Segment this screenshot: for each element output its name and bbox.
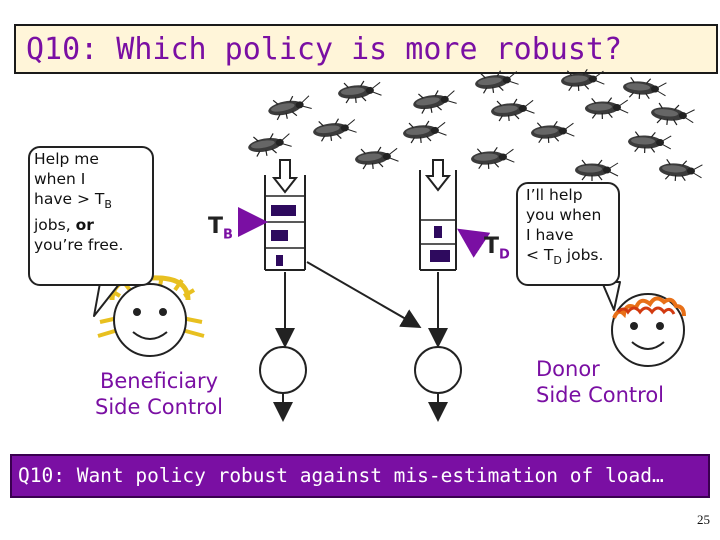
right-input-arrow: [424, 159, 452, 192]
td-label: TD: [484, 234, 510, 262]
server-right: [414, 346, 462, 394]
right-speech-bubble: [516, 182, 620, 286]
donor-caption: Donor Side Control: [536, 356, 686, 408]
tb-label-main: T: [208, 214, 224, 239]
left-bubble-bold: or: [75, 216, 94, 235]
td-label-sub: D: [499, 247, 510, 263]
slide-title: Q10: Which policy is more robust?: [26, 32, 623, 67]
footer-banner: Q10: Want policy robust against mis-esti…: [10, 454, 710, 498]
donor-caption-line-1: Donor: [536, 357, 600, 381]
page-number: 25: [697, 512, 710, 527]
queue-right: [419, 170, 457, 271]
queue-left: [264, 175, 306, 271]
right-bubble-sub: D: [553, 254, 562, 268]
right-bubble-tail: [601, 281, 621, 311]
tb-label: TB: [208, 214, 233, 242]
donor-caption-line-2: Side Control: [536, 383, 664, 407]
right-bubble-line-5: jobs.: [561, 246, 604, 264]
right-bubble-line-2: you when: [526, 206, 602, 224]
left-input-arrow: [271, 159, 299, 194]
right-bubble-line-3: I have: [526, 226, 574, 244]
td-arrow: [457, 228, 491, 258]
left-bubble-line-4: jobs,: [34, 216, 76, 235]
cross-link-arrow: [306, 261, 422, 328]
td-label-main: T: [484, 234, 500, 259]
right-bubble-text: I’ll help you when I have < TD jobs.: [526, 185, 618, 271]
right-bubble-line-1: I’ll help: [526, 186, 583, 204]
server-left: [259, 346, 307, 394]
left-bubble-line-5: you’re free.: [34, 236, 124, 255]
bug-swarm-icon: [245, 67, 704, 184]
left-bubble-line-1: Help me: [34, 150, 99, 168]
beneficiary-caption-line-1: Beneficiary: [99, 369, 219, 393]
footer-text: Q10: Want policy robust against mis-esti…: [18, 464, 664, 487]
left-bubble-sub: B: [104, 198, 112, 212]
donor-face-icon: [611, 293, 686, 367]
beneficiary-caption: Beneficiary Side Control: [84, 368, 234, 420]
tb-label-sub: B: [223, 227, 233, 243]
left-bubble-line-3: have > T: [34, 190, 105, 208]
left-bubble-line-2: when I: [34, 170, 86, 188]
title-box: Q10: Which policy is more robust?: [14, 24, 718, 74]
right-bubble-line-4: < T: [526, 246, 554, 264]
beneficiary-caption-line-2: Side Control: [95, 395, 223, 419]
left-speech-bubble: [28, 146, 154, 286]
left-bubble-text: Help me when I have > TB jobs, or you’re…: [34, 149, 152, 255]
